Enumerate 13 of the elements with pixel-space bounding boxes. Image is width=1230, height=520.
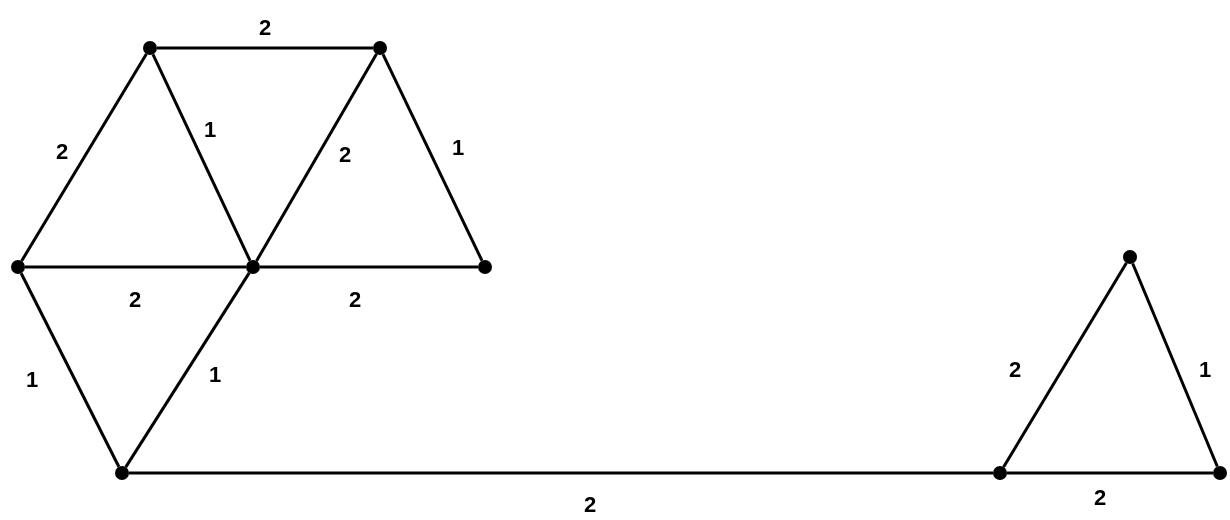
graph-edge bbox=[255, 53, 378, 262]
graph-edge bbox=[1007, 471, 1213, 475]
graph-edge bbox=[151, 53, 252, 262]
graph-edge bbox=[260, 265, 478, 269]
graph-edge bbox=[381, 53, 484, 262]
graph-edge bbox=[129, 471, 993, 475]
graph-edge bbox=[124, 272, 251, 468]
graph-edge bbox=[1131, 262, 1219, 468]
graph-edge bbox=[20, 53, 148, 262]
graph-edge bbox=[25, 265, 246, 269]
graph-edge bbox=[1002, 262, 1128, 468]
graph-edge bbox=[157, 46, 373, 50]
graph-edge bbox=[19, 272, 121, 468]
